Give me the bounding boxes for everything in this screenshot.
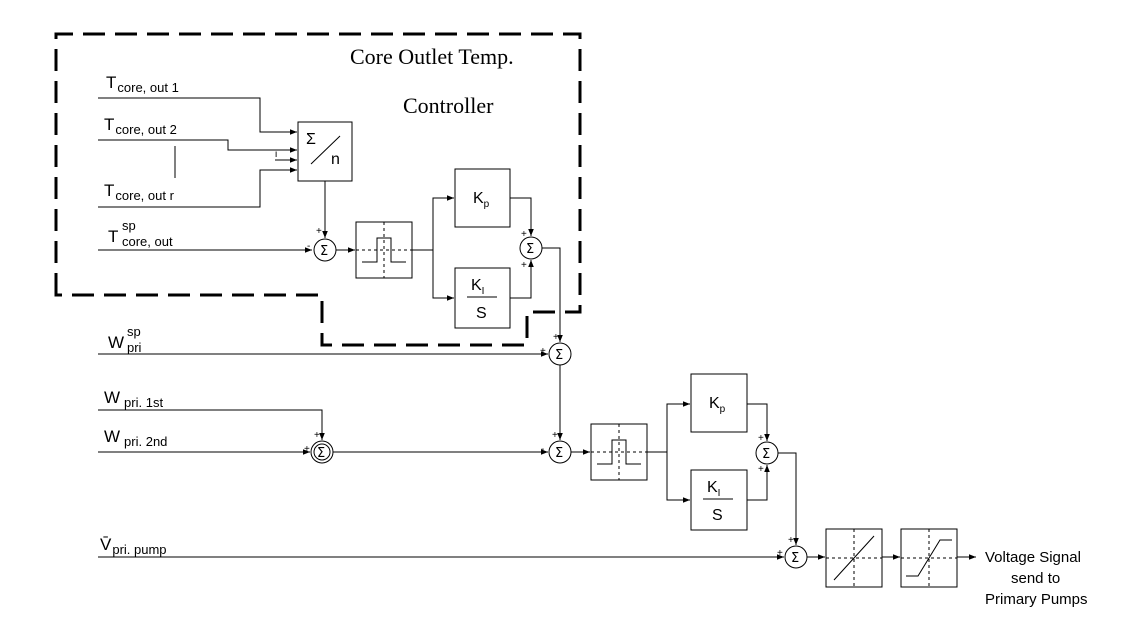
svg-text:sp: sp [122, 218, 136, 233]
controller-title-line2: Controller [403, 93, 494, 118]
average-block: Σ n [297, 121, 353, 182]
sum-junction-temperature-error: Σ + - [307, 226, 337, 262]
svg-text:Tcore, out 2: Tcore, out 2 [104, 115, 177, 137]
linear-gain-block [825, 528, 883, 588]
signal-label-v-pri-pump: V̄pri. pump [100, 535, 167, 557]
svg-text:+: + [552, 430, 558, 441]
svg-text:Σ: Σ [791, 551, 799, 566]
svg-text:Voltage Signal: Voltage Signal [985, 549, 1081, 566]
svg-text:Kp: Kp [473, 190, 490, 210]
svg-text:+: + [553, 332, 559, 343]
svg-text:+: + [304, 444, 310, 455]
svg-text:+: + [758, 433, 764, 444]
svg-text:Tcore, out r: Tcore, out r [104, 181, 175, 203]
svg-text:T: T [108, 227, 118, 246]
controller-boundary [54, 32, 582, 347]
svg-text:Σ: Σ [762, 447, 770, 462]
svg-text:-: - [307, 241, 310, 252]
signal-label-t-core-out-r: Tcore, out r [104, 181, 175, 203]
svg-text:V̄pri. pump: V̄pri. pump [100, 535, 167, 557]
index-i-label: i [275, 149, 277, 160]
sum-junction-flow-setpoint: Σ + + [540, 332, 572, 366]
svg-text:+: + [521, 229, 527, 240]
svg-text:+: + [540, 346, 546, 357]
limiter-block-2 [590, 423, 648, 481]
svg-text:Tcore, out 1: Tcore, out 1 [106, 73, 179, 95]
svg-text:n: n [331, 151, 340, 168]
saturation-block [900, 528, 958, 588]
svg-text:Σ: Σ [555, 348, 563, 363]
svg-text:W: W [108, 333, 124, 352]
svg-text:+: + [314, 430, 320, 441]
controller-title-line1: Core Outlet Temp. [350, 44, 514, 69]
svg-text:Σ: Σ [317, 446, 325, 461]
ki-block-2: KI S [690, 469, 748, 531]
svg-text:sp: sp [127, 324, 141, 339]
svg-text:+: + [316, 226, 322, 237]
signal-label-t-core-out-sp: T sp core, out [108, 218, 173, 249]
svg-text:KI: KI [471, 277, 484, 297]
svg-text:-: - [541, 444, 544, 455]
svg-text:Primary Pumps: Primary Pumps [985, 591, 1088, 608]
output-label: Voltage Signal send to Primary Pumps [985, 549, 1088, 608]
svg-text:+: + [758, 464, 764, 475]
svg-text:Σ: Σ [306, 131, 316, 148]
svg-text:KI: KI [707, 479, 720, 499]
signal-label-w-pri-sp: W sp pri [108, 324, 142, 355]
svg-text:S: S [476, 305, 487, 322]
svg-text:Kp: Kp [709, 395, 726, 415]
svg-text:+: + [521, 260, 527, 271]
svg-text:+: + [788, 535, 794, 546]
svg-text:+: + [777, 548, 783, 559]
svg-text:Σ: Σ [555, 446, 563, 461]
sum-junction-pump-voltage: Σ + + [777, 535, 808, 569]
svg-text:core, out: core, out [122, 234, 173, 249]
kp-block-2: Kp [690, 373, 748, 433]
ki-block-1: KI S [454, 267, 511, 329]
sum-junction-measured-flow: Σ + + [304, 430, 334, 464]
svg-text:pri: pri [127, 340, 142, 355]
signal-label-t-core-out-1: Tcore, out 1 [106, 73, 179, 95]
svg-text:S: S [712, 507, 723, 524]
sum-junction-flow-error: Σ + - [541, 430, 572, 464]
svg-text:Σ: Σ [526, 242, 534, 257]
wires-temperature-inputs [98, 97, 312, 253]
limiter-block-1 [355, 221, 413, 279]
kp-block-1: Kp [454, 168, 511, 228]
svg-text:Σ: Σ [320, 244, 328, 259]
signal-label-t-core-out-2: Tcore, out 2 [104, 115, 177, 137]
svg-text:send to: send to [1011, 570, 1060, 587]
